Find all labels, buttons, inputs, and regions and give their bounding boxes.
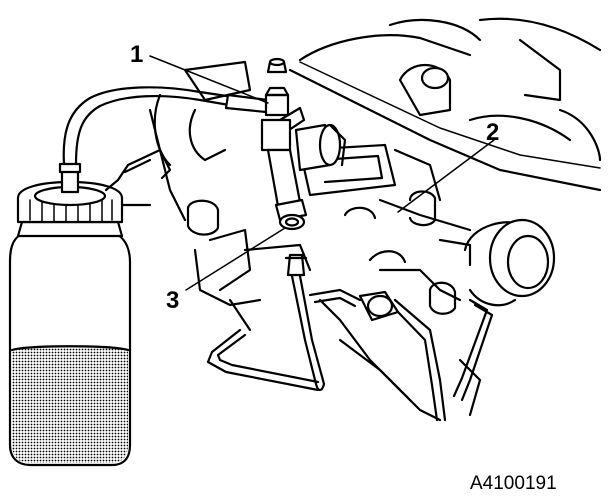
leader-1 — [149, 55, 269, 104]
brake-line — [206, 253, 494, 422]
bleeder-bottle — [8, 148, 172, 467]
callout-1: 1 — [130, 41, 143, 68]
leader-3 — [185, 227, 286, 291]
callout-2: 2 — [486, 119, 499, 146]
leader-2 — [397, 139, 495, 213]
bleeder-adapter — [260, 57, 347, 231]
bleeder-hose — [62, 86, 270, 166]
engine-background — [148, 17, 602, 422]
figure-id: A4100191 — [470, 473, 557, 494]
fluid-level — [12, 346, 128, 463]
callout-3: 3 — [166, 287, 179, 314]
callout-leaders — [149, 55, 495, 291]
